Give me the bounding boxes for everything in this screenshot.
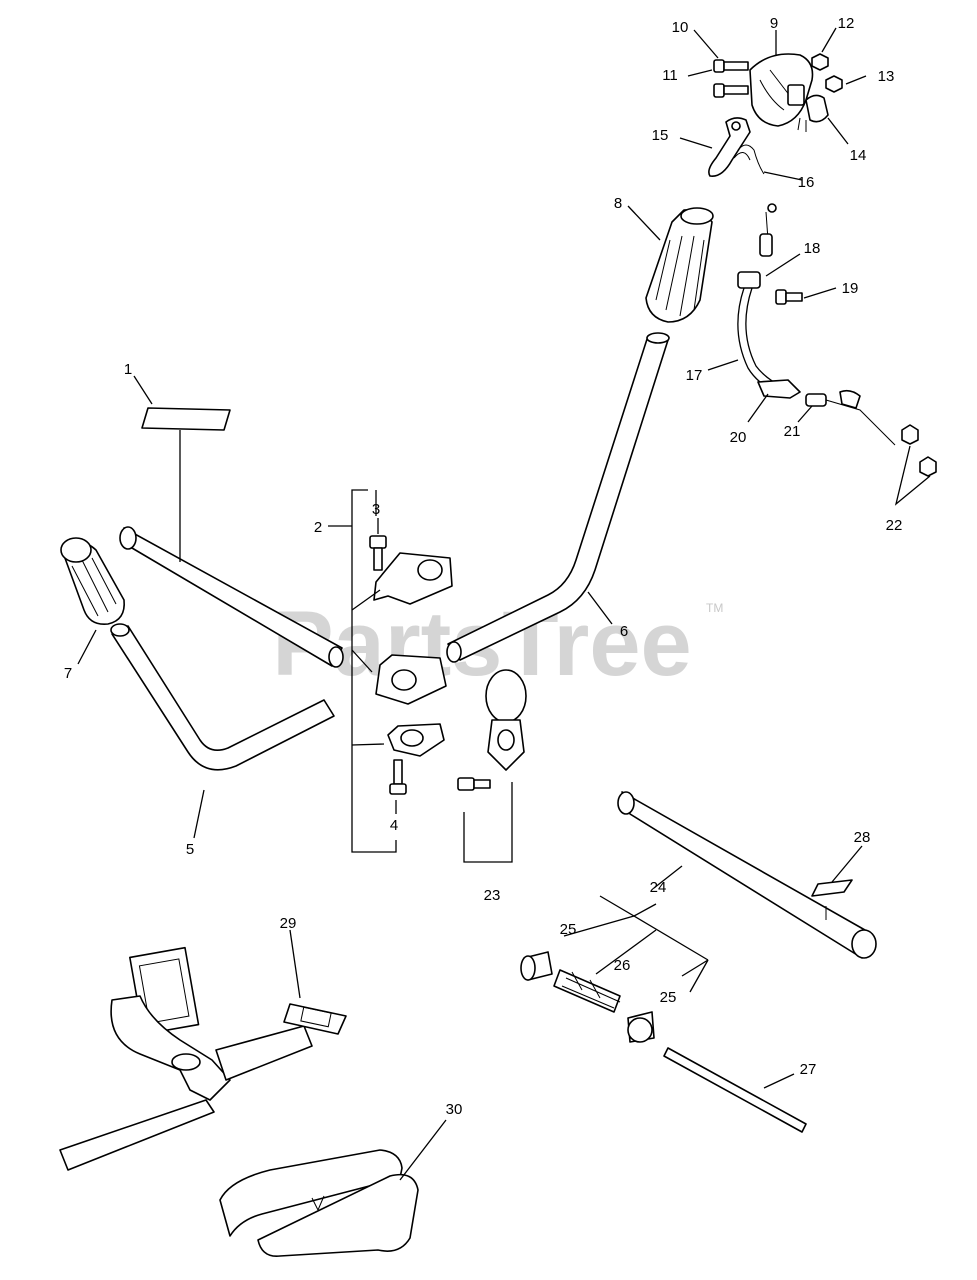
throttle-trigger-15 — [708, 117, 751, 177]
bolt-3 — [369, 535, 387, 571]
decal-1 — [141, 407, 231, 431]
callout-4: 4 — [390, 817, 398, 834]
liner-26 — [553, 969, 621, 1013]
handle-bar-5 — [110, 623, 335, 771]
callout-12: 12 — [838, 15, 855, 32]
switch-14 — [797, 94, 829, 132]
clamp-lower — [387, 723, 445, 757]
throttle-housing — [749, 53, 814, 127]
callout-1: 1 — [124, 361, 132, 378]
callout-20: 20 — [730, 429, 747, 446]
bushing-25a — [520, 951, 553, 981]
callout-14: 14 — [850, 147, 867, 164]
bolt-11 — [713, 83, 749, 98]
callout-2: 2 — [314, 519, 322, 536]
callout-25b: 25 — [660, 989, 677, 1006]
callout-18: 18 — [804, 240, 821, 257]
callout-13: 13 — [878, 68, 895, 85]
grip-7 — [60, 537, 125, 626]
callout-25a: 25 — [560, 921, 577, 938]
callout-9: 9 — [770, 15, 778, 32]
clamp-23 — [485, 669, 527, 771]
nut-22b — [919, 456, 937, 477]
callout-21: 21 — [784, 423, 801, 440]
bolt-4 — [389, 759, 407, 795]
callout-28: 28 — [854, 829, 871, 846]
callout-29: 29 — [280, 915, 297, 932]
callout-3: 3 — [372, 501, 380, 518]
callout-26: 26 — [614, 957, 631, 974]
cable-end-21 — [805, 389, 896, 446]
cable-adjuster-18 — [737, 271, 761, 289]
callout-27: 27 — [800, 1061, 817, 1078]
nut-22a — [901, 424, 919, 445]
callout-15: 15 — [652, 127, 669, 144]
watermark-tm: TM — [706, 601, 723, 615]
drive-shaft-27 — [663, 1047, 807, 1133]
bolt-23 — [457, 777, 491, 791]
callout-30: 30 — [446, 1101, 463, 1118]
harness-29 — [59, 946, 347, 1171]
nut-12 — [811, 53, 829, 71]
callout-11: 11 — [662, 67, 678, 84]
callout-5: 5 — [186, 841, 194, 858]
bolt-10 — [713, 59, 749, 73]
clamp-upper — [373, 552, 453, 605]
handle-bar-6 — [446, 332, 670, 663]
nut-13 — [825, 75, 843, 93]
callout-6: 6 — [620, 623, 628, 640]
callout-10: 10 — [672, 19, 689, 36]
callout-7: 7 — [64, 665, 72, 682]
callout-16: 16 — [798, 174, 815, 191]
callout-labels: 1 2 3 4 5 6 7 8 9 10 11 12 13 14 15 16 1… — [64, 15, 903, 1118]
cable-holder-20 — [757, 379, 801, 399]
leader-lines — [77, 27, 931, 1181]
callout-23: 23 — [484, 887, 501, 904]
bushing-25b — [627, 1011, 655, 1043]
callout-19: 19 — [842, 280, 859, 297]
callout-8: 8 — [614, 195, 622, 212]
screw-19 — [775, 289, 803, 305]
spring-16 — [733, 144, 765, 175]
tray-30 — [219, 1149, 419, 1257]
grip-8 — [645, 207, 714, 323]
shaft-tube — [119, 526, 344, 668]
callout-17: 17 — [686, 367, 703, 384]
callout-22: 22 — [886, 517, 903, 534]
callout-24: 24 — [650, 879, 667, 896]
shaft-tube-28 — [617, 791, 877, 959]
clamp-middle — [375, 654, 447, 705]
